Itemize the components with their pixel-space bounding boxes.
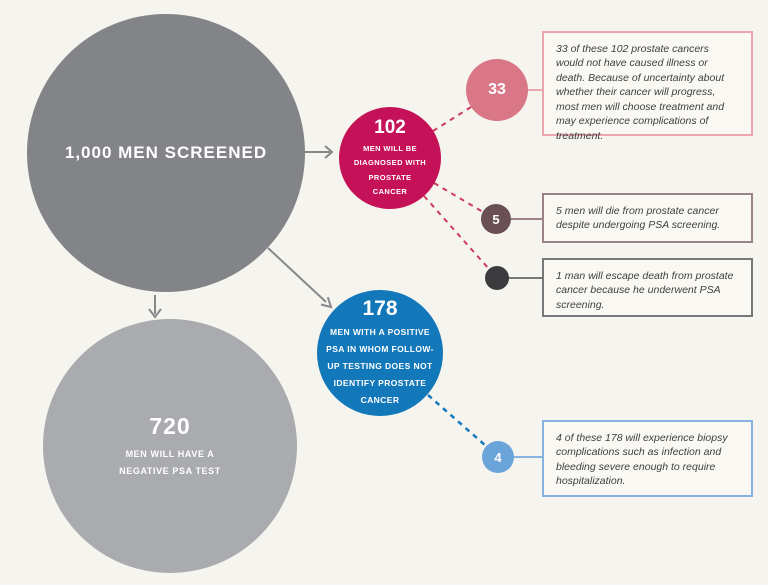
positive-count: 178 xyxy=(362,297,398,320)
circle-5-deaths: 5 xyxy=(481,204,511,234)
dashed-link-diagnosed-to-33 xyxy=(432,106,472,132)
positive-label: MEN WITH A POSITIVE PSA IN WHOM FOLLOW-U… xyxy=(326,327,434,405)
negative-count: 720 xyxy=(149,412,191,439)
note-biopsy-complications: 4 of these 178 will experience biopsy co… xyxy=(542,420,753,497)
biopsy-count: 4 xyxy=(494,449,502,465)
diagnosed-label: MEN WILL BE DIAGNOSED WITH PROSTATE CANC… xyxy=(353,144,427,196)
arrow-screened-to-negative xyxy=(148,295,162,319)
circle-1000-men-screened: 1,000 MEN SCREENED xyxy=(27,14,305,292)
circle-720-negative-psa: 720 MEN WILL HAVE A NEGATIVE PSA TEST xyxy=(43,319,297,573)
overdiagnosed-count: 33 xyxy=(488,81,506,98)
dashed-link-diagnosed-to-1 xyxy=(423,195,490,270)
circle-178-positive-psa: 178 MEN WITH A POSITIVE PSA IN WHOM FOLL… xyxy=(317,290,443,416)
arrow-screened-to-positive xyxy=(267,247,333,309)
note-cancer-deaths: 5 men will die from prostate cancer desp… xyxy=(542,193,753,243)
arrow-screened-to-diagnosed xyxy=(302,145,334,159)
note-death-escaped: 1 man will escape death from prostate ca… xyxy=(542,258,753,317)
circle-102-diagnosed: 102 MEN WILL BE DIAGNOSED WITH PROSTATE … xyxy=(339,107,441,209)
dashed-link-diagnosed-to-5 xyxy=(433,182,484,213)
deaths-count: 5 xyxy=(492,211,500,227)
negative-label: MEN WILL HAVE A NEGATIVE PSA TEST xyxy=(119,448,221,476)
circle-4-biopsy-complications: 4 xyxy=(482,441,514,473)
note-overdiagnosis: 33 of these 102 prostate cancers would n… xyxy=(542,31,753,142)
diagnosed-count: 102 xyxy=(374,117,406,138)
circle-1-death-escaped xyxy=(485,266,509,290)
screened-label: 1,000 MEN SCREENED xyxy=(64,143,268,162)
dashed-link-positive-to-4 xyxy=(427,394,487,447)
circle-33-overdiagnosed: 33 xyxy=(466,59,528,121)
